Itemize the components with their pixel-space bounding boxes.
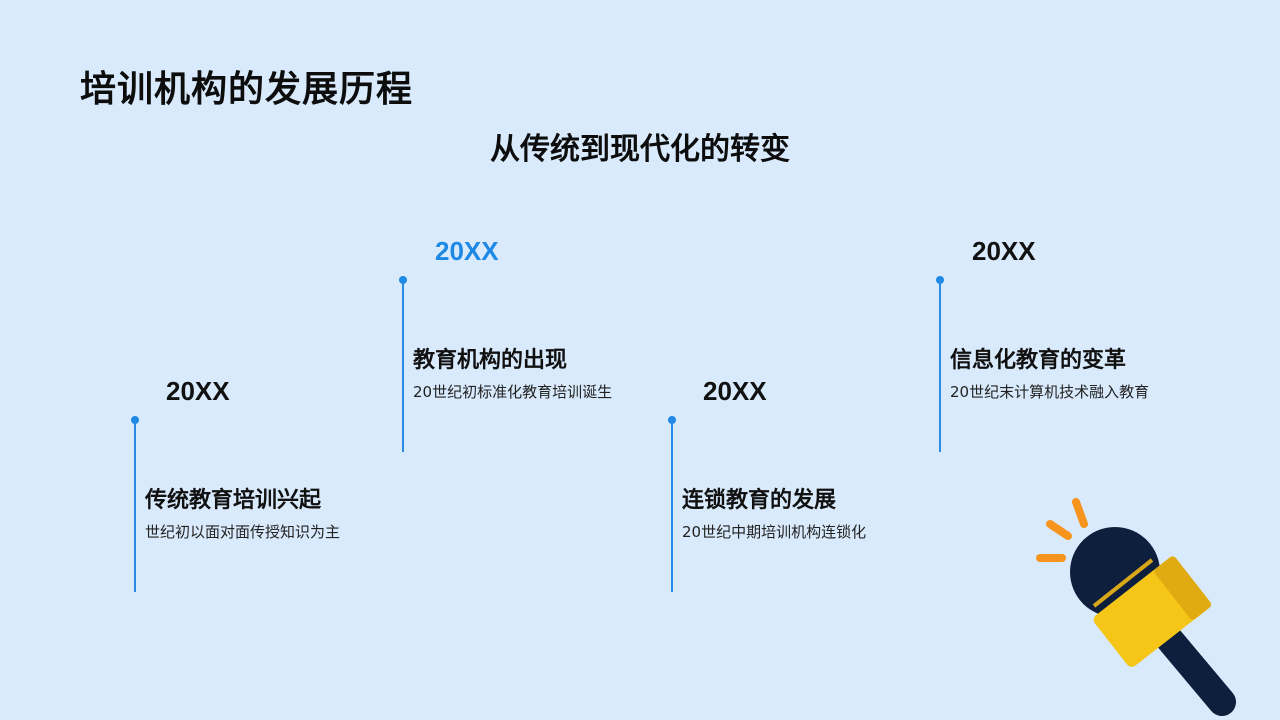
timeline-year-4: 20XX	[972, 236, 1036, 266]
timeline-year-3: 20XX	[703, 376, 767, 406]
timeline-desc-2: 20世纪初标准化教育培训诞生	[413, 383, 613, 401]
timeline-line-3	[671, 420, 673, 592]
timeline-title-3: 连锁教育的发展	[682, 488, 837, 513]
timeline-title-2: 教育机构的出现	[413, 348, 568, 373]
sound-line-2	[1046, 520, 1072, 540]
timeline-desc-4: 20世纪末计算机技术融入教育	[950, 383, 1150, 401]
mic-band	[1093, 556, 1212, 667]
mic-ring	[1092, 558, 1154, 608]
timeline-year-2: 20XX	[435, 236, 499, 266]
timeline-desc-3: 20世纪中期培训机构连锁化	[682, 523, 867, 541]
timeline-line-1	[134, 420, 136, 592]
timeline-title-1: 传统教育培训兴起	[145, 488, 322, 513]
timeline-title-4: 信息化教育的变革	[950, 348, 1127, 373]
microphone-icon	[1036, 498, 1236, 716]
timeline-desc-1: 世纪初以面对面传授知识为主	[145, 523, 341, 541]
slide-title: 培训机构的发展历程	[80, 69, 414, 110]
sound-line-3	[1072, 498, 1088, 528]
timeline-year-1: 20XX	[166, 376, 230, 406]
timeline-line-2	[402, 280, 404, 452]
slide-subtitle: 从传统到现代化的转变	[490, 132, 790, 167]
timeline-line-4	[939, 280, 941, 452]
mic-handle	[1156, 626, 1236, 716]
